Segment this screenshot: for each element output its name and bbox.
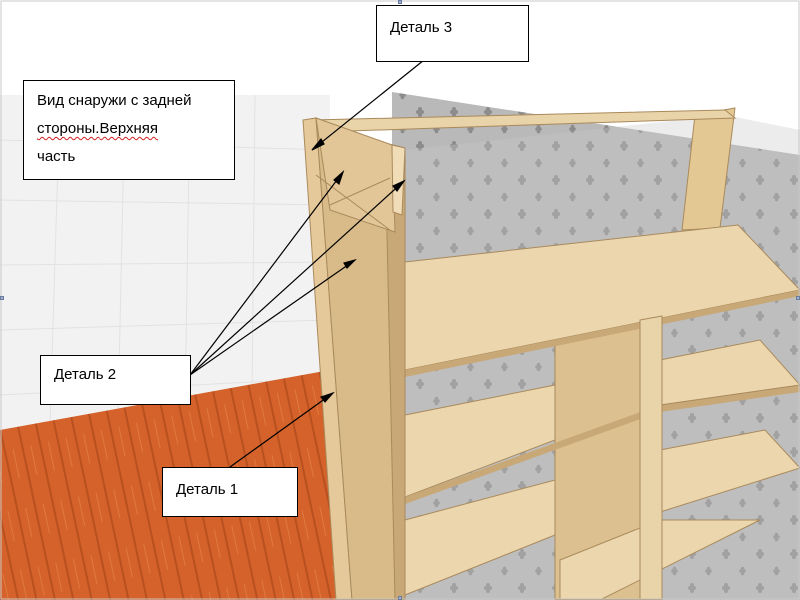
callout-detail-2: Деталь 2 — [40, 355, 191, 405]
callout-view-description: Вид снаружи с задней стороны.Верхняя час… — [23, 80, 235, 180]
callout-view-line-1: Вид снаружи с задней — [37, 92, 192, 109]
side-panel-edge — [302, 117, 353, 600]
resize-handle-right[interactable] — [796, 296, 800, 300]
resize-handle-top[interactable] — [398, 0, 402, 4]
leader-lines — [189, 59, 425, 468]
resize-handle-bottom[interactable] — [398, 596, 402, 600]
callout-view-line-3: часть — [37, 148, 76, 165]
callout-detail-3-label: Деталь 3 — [390, 19, 453, 36]
callout-detail-1: Деталь 1 — [162, 467, 298, 517]
callout-view-line-2b: Верхняя — [99, 120, 159, 137]
middle-upright — [639, 315, 663, 600]
callout-view-line-2: стороны.Верхняя — [37, 115, 224, 143]
corner-block — [315, 117, 396, 233]
corner-block-diagonal-2 — [329, 177, 391, 206]
corner-block-edge — [391, 144, 406, 216]
callout-detail-2-label: Деталь 2 — [54, 366, 117, 383]
callout-detail-1-label: Деталь 1 — [176, 481, 239, 498]
callout-detail-3: Деталь 3 — [376, 5, 529, 62]
corner-block-diagonal-1 — [315, 174, 391, 231]
resize-handle-left[interactable] — [0, 296, 4, 300]
callout-view-line-2a: стороны. — [37, 120, 100, 137]
